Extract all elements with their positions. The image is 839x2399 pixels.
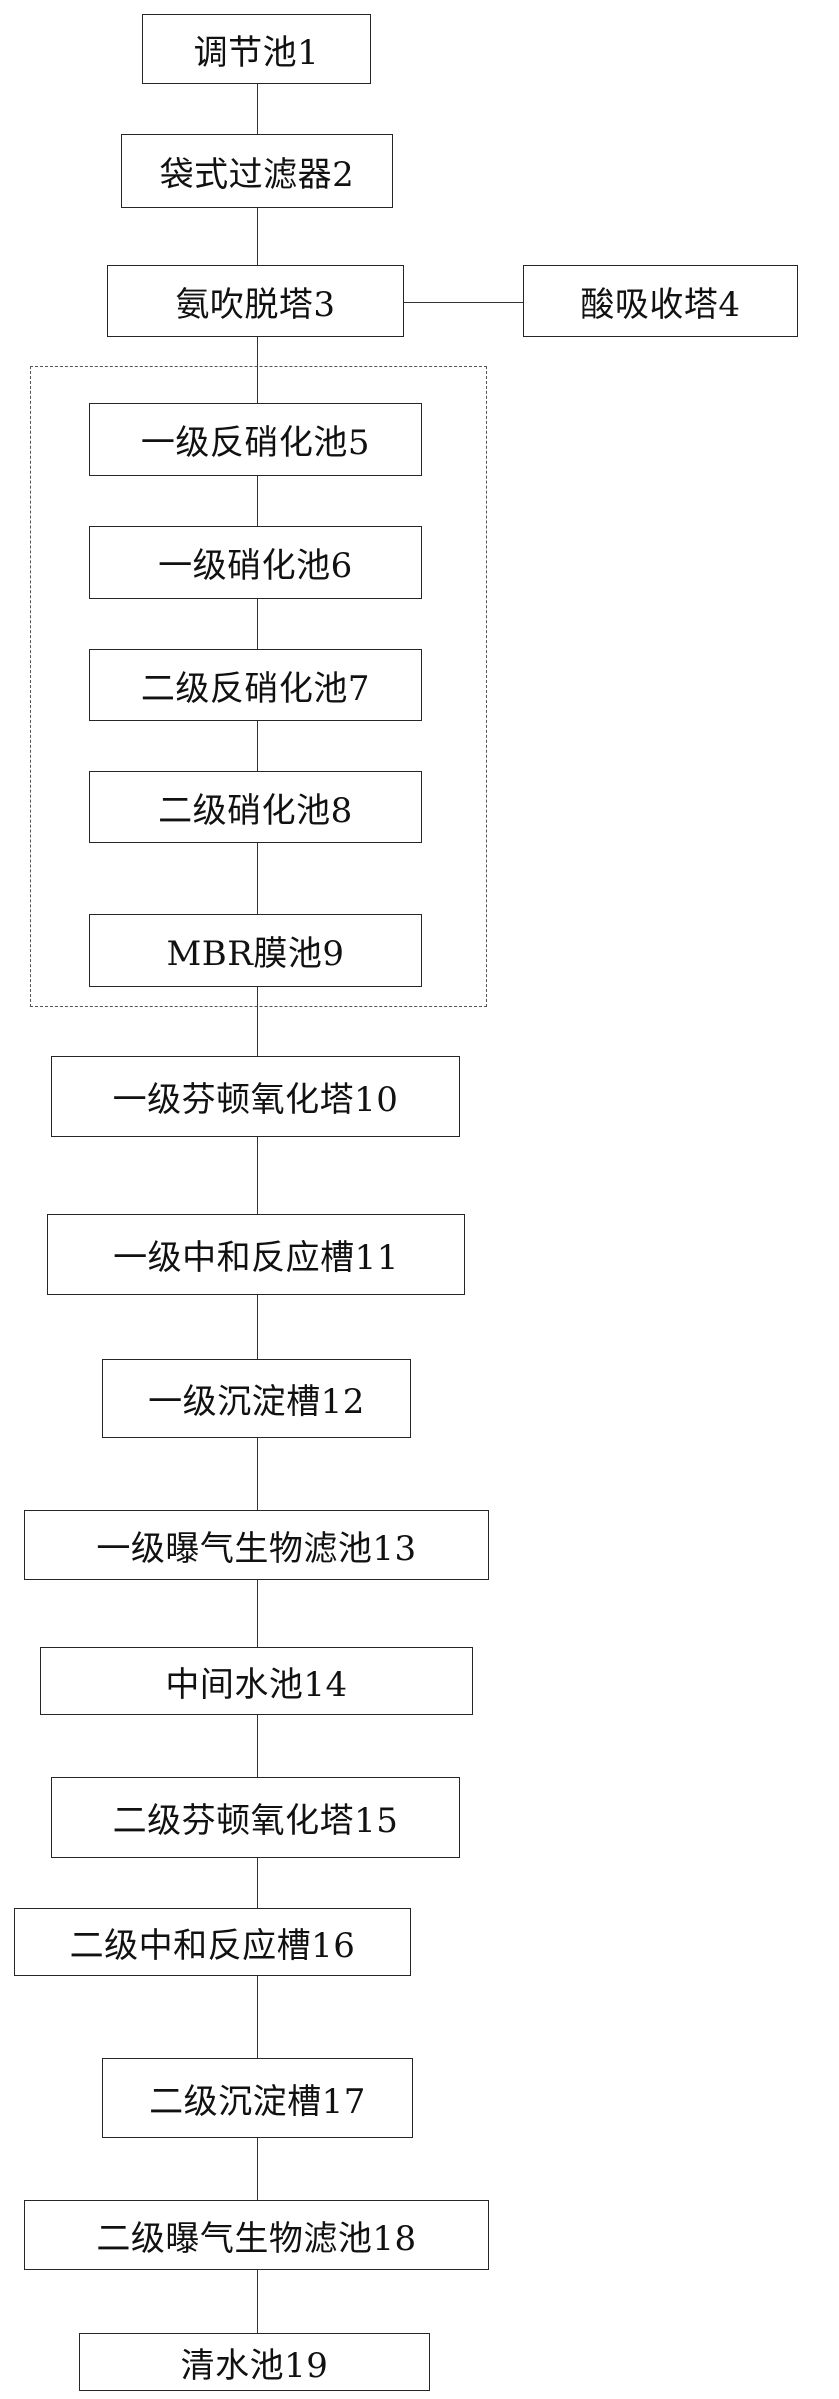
process-box-14: 中间水池14 (40, 1647, 473, 1715)
process-box-1: 调节池1 (142, 14, 371, 84)
connector-17-18 (257, 2138, 258, 2200)
process-box-15: 二级芬顿氧化塔15 (51, 1777, 460, 1858)
connector-11-12 (257, 1295, 258, 1359)
connector-18-19 (257, 2270, 258, 2333)
connector-9-10 (257, 987, 258, 1056)
connector-10-11 (257, 1137, 258, 1214)
connector-6-7 (257, 599, 258, 649)
process-box-5: 一级反硝化池5 (89, 403, 422, 476)
process-box-17: 二级沉淀槽17 (102, 2058, 413, 2138)
process-box-16: 二级中和反应槽16 (14, 1908, 411, 1976)
process-box-2: 袋式过滤器2 (121, 134, 393, 208)
process-box-7: 二级反硝化池7 (89, 649, 422, 721)
connector-16-17 (257, 1976, 258, 2058)
process-box-3: 氨吹脱塔3 (107, 265, 404, 337)
connector-8-9 (257, 843, 258, 914)
process-box-18: 二级曝气生物滤池18 (24, 2200, 489, 2270)
process-box-8: 二级硝化池8 (89, 771, 422, 843)
process-box-13: 一级曝气生物滤池13 (24, 1510, 489, 1580)
process-box-19: 清水池19 (79, 2333, 430, 2391)
process-box-11: 一级中和反应槽11 (47, 1214, 465, 1295)
connector-5-6 (257, 476, 258, 526)
connector-12-13 (257, 1438, 258, 1510)
connector-7-8 (257, 721, 258, 771)
connector-1-2 (257, 83, 258, 134)
connector-13-14 (257, 1580, 258, 1647)
connector-14-15 (257, 1715, 258, 1777)
process-box-6: 一级硝化池6 (89, 526, 422, 599)
process-box-12: 一级沉淀槽12 (102, 1359, 411, 1438)
connector-3-5 (257, 337, 258, 403)
process-box-9: MBR膜池9 (89, 914, 422, 987)
process-box-10: 一级芬顿氧化塔10 (51, 1056, 460, 1137)
connector-2-3 (257, 208, 258, 265)
connector-3-4 (404, 302, 523, 303)
connector-15-16 (257, 1858, 258, 1908)
biological-treatment-group (30, 366, 487, 1007)
process-box-4: 酸吸收塔4 (523, 265, 798, 337)
